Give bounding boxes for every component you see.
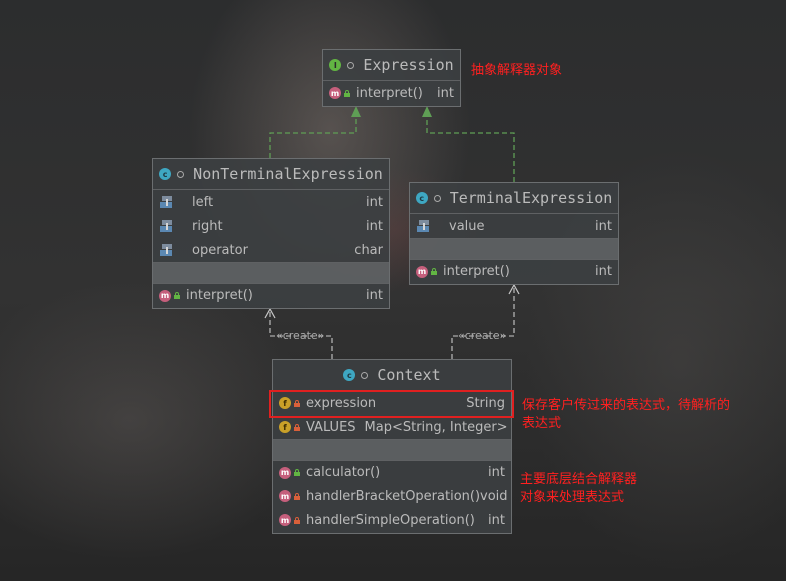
method-type: int (595, 264, 612, 279)
method-row-bracket[interactable]: m handlerBracketOperation() void (273, 484, 511, 508)
terminal-class-name: TerminalExpression (449, 189, 613, 207)
method-type: int (488, 465, 505, 480)
create-label-right: «create» (458, 329, 507, 342)
context-class-name: Context (377, 366, 441, 384)
method-badge-icon: m (279, 490, 291, 502)
private-lock-icon (294, 399, 300, 407)
method-badge-icon: m (159, 289, 171, 302)
method-type: void (480, 488, 508, 504)
nonterminal-class-box[interactable]: c NonTerminalExpression left int right i… (152, 158, 390, 309)
class-badge-icon: c (159, 168, 172, 180)
field-name: expression (306, 395, 377, 411)
expression-header: I Expression (323, 50, 460, 81)
private-lock-icon (294, 423, 300, 431)
class-badge-icon: c (343, 369, 356, 381)
field-type: Map<String, Integer> (364, 419, 508, 435)
method-row-simple[interactable]: m handlerSimpleOperation() int (273, 508, 511, 532)
realization-line-terminal (426, 113, 515, 182)
expression-method-row[interactable]: m interpret() int (323, 81, 460, 105)
field-type: int (366, 194, 383, 210)
public-lock-icon (174, 292, 180, 299)
method-type: int (488, 512, 505, 528)
realization-line-nonterminal (269, 113, 357, 158)
empty-section (410, 238, 618, 259)
public-lock-icon (294, 469, 300, 476)
field-name: right (192, 218, 223, 234)
field-name: left (192, 194, 214, 210)
create-line-terminal (451, 287, 515, 359)
private-lock-icon (294, 492, 300, 500)
field-type: String (466, 395, 505, 411)
field-name: operator (192, 242, 248, 258)
method-row-calculator[interactable]: m calculator() int (273, 460, 511, 484)
method-name: interpret() (443, 264, 510, 279)
context-header: c Context (273, 360, 511, 391)
field-row-operator[interactable]: operator char (153, 238, 389, 262)
visibility-dot-icon (177, 170, 185, 178)
field-name: VALUES (306, 419, 356, 435)
field-row-expression[interactable]: f expression String (273, 391, 511, 415)
method-badge-icon: m (416, 265, 428, 278)
public-lock-icon (431, 268, 437, 275)
create-line-nonterminal (269, 311, 333, 359)
field-property-icon (159, 195, 174, 210)
nonterminal-class-name: NonTerminalExpression (193, 165, 383, 183)
private-lock-icon (294, 516, 300, 524)
field-type: int (595, 218, 612, 234)
realization-arrow-nonterminal (351, 106, 361, 117)
nonterminal-method-row[interactable]: m interpret() int (153, 283, 389, 307)
method-annotation-line1: 主要底层结合解释器 (520, 472, 638, 487)
method-annotation-line2: 对象来处理表达式 (520, 490, 625, 505)
field-row-value[interactable]: value int (410, 214, 618, 238)
field-annotation-line2: 表达式 (522, 416, 562, 431)
interface-badge-icon: I (329, 59, 342, 71)
field-type: int (366, 218, 383, 234)
field-property-icon (416, 219, 431, 234)
method-type: int (437, 85, 454, 101)
context-class-box[interactable]: c Context f expression String f VALUES M… (272, 359, 512, 534)
field-badge-icon: f (279, 421, 291, 433)
nonterminal-header: c NonTerminalExpression (153, 159, 389, 190)
visibility-dot-icon (361, 371, 369, 379)
create-label-left: «create» (276, 329, 325, 342)
method-type: int (366, 288, 383, 303)
empty-section (153, 262, 389, 283)
expression-class-name: Expression (363, 56, 454, 74)
expression-class-box[interactable]: I Expression m interpret() int (322, 49, 461, 107)
create-arrow-terminal (508, 283, 520, 295)
field-name: value (449, 218, 485, 234)
method-name: handlerSimpleOperation() (306, 512, 475, 528)
method-name: calculator() (306, 465, 381, 480)
visibility-dot-icon (347, 61, 355, 69)
field-property-icon (159, 243, 174, 258)
method-name: interpret() (356, 85, 423, 101)
method-badge-icon: m (279, 514, 291, 526)
visibility-dot-icon (433, 194, 441, 202)
method-name: handlerBracketOperation() (306, 488, 481, 504)
method-badge-icon: m (279, 466, 291, 479)
terminal-method-row[interactable]: m interpret() int (410, 259, 618, 283)
field-row-values[interactable]: f VALUES Map<String, Integer> (273, 415, 511, 439)
field-row-left[interactable]: left int (153, 190, 389, 214)
field-badge-icon: f (279, 397, 291, 409)
create-arrow-nonterminal (264, 307, 276, 319)
field-annotation-line1: 保存客户传过来的表达式，待解析的 (522, 398, 731, 413)
expression-annotation: 抽象解释器对象 (471, 63, 563, 78)
terminal-header: c TerminalExpression (410, 183, 618, 214)
field-type: char (354, 242, 383, 258)
field-row-right[interactable]: right int (153, 214, 389, 238)
class-badge-icon: c (415, 192, 428, 204)
terminal-class-box[interactable]: c TerminalExpression value int m interpr… (409, 182, 619, 285)
public-lock-icon (344, 89, 350, 97)
realization-arrow-terminal (422, 106, 432, 117)
empty-section (273, 439, 511, 460)
method-name: interpret() (186, 288, 253, 303)
method-badge-icon: m (329, 87, 341, 99)
highlight-box (269, 390, 514, 418)
field-property-icon (159, 219, 174, 234)
